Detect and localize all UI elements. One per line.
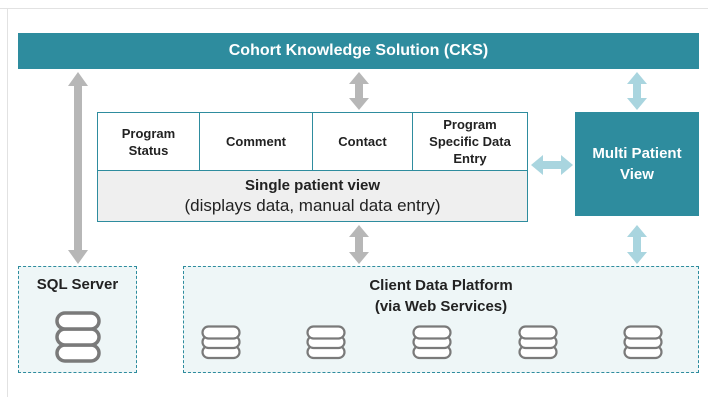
tab-program-specific-data-entry[interactable]: Program Specific Data Entry: [413, 113, 527, 170]
cdp-title: Client Data Platform (via Web Services): [184, 275, 698, 317]
multi-patient-view-box[interactable]: Multi Patient View: [575, 112, 699, 216]
cdp-title-line1: Client Data Platform: [369, 277, 513, 294]
client-data-platform-box: Client Data Platform (via Web Services): [183, 266, 699, 373]
cks-header-bar: Cohort Knowledge Solution (CKS): [18, 33, 699, 69]
tab-contact[interactable]: Contact: [313, 113, 413, 170]
database-icon: [201, 325, 241, 360]
sql-server-box: SQL Server: [18, 266, 137, 373]
tab-program-status-line2: Status: [128, 142, 169, 158]
cks-title: Cohort Knowledge Solution (CKS): [228, 42, 489, 59]
spv-title: Single patient view: [244, 176, 381, 194]
arrow-spv-to-cdp: [349, 225, 369, 264]
tab-program-status[interactable]: Program Status: [98, 113, 200, 170]
database-icon: [306, 325, 346, 360]
spv-subtitle: (displays data, manual data entry): [184, 195, 441, 215]
tab-psde-line1: Program: [443, 117, 497, 132]
spv-body: Single patient view (displays data, manu…: [98, 170, 527, 221]
arrow-cks-to-mpv: [627, 72, 647, 110]
tab-comment[interactable]: Comment: [200, 113, 313, 170]
tab-psde-line2: Specific Data: [429, 134, 511, 149]
spv-tab-row: Program Status Comment Contact Program S…: [98, 113, 527, 170]
mpv-line1: Multi Patient: [592, 145, 682, 162]
arrow-spv-to-mpv: [531, 155, 573, 175]
sql-server-title: SQL Server: [36, 276, 119, 293]
database-icon: [55, 311, 101, 363]
arrow-cks-to-spv: [349, 72, 369, 110]
frame-left-line: [7, 8, 8, 397]
arrow-mpv-to-cdp: [627, 225, 647, 264]
tab-contact-label: Contact: [338, 134, 387, 149]
mpv-line2: View: [620, 166, 654, 183]
arrow-sql-to-cks: [68, 72, 88, 264]
database-icon: [518, 325, 558, 360]
tab-program-status-line1: Program: [121, 125, 176, 141]
single-patient-view-panel: Program Status Comment Contact Program S…: [97, 112, 528, 222]
database-icon: [412, 325, 452, 360]
frame-top-line: [0, 8, 708, 9]
cdp-title-line2: (via Web Services): [374, 298, 508, 315]
tab-psde-line3: Entry: [453, 151, 487, 166]
database-icon: [623, 325, 663, 360]
tab-comment-label: Comment: [226, 134, 286, 149]
